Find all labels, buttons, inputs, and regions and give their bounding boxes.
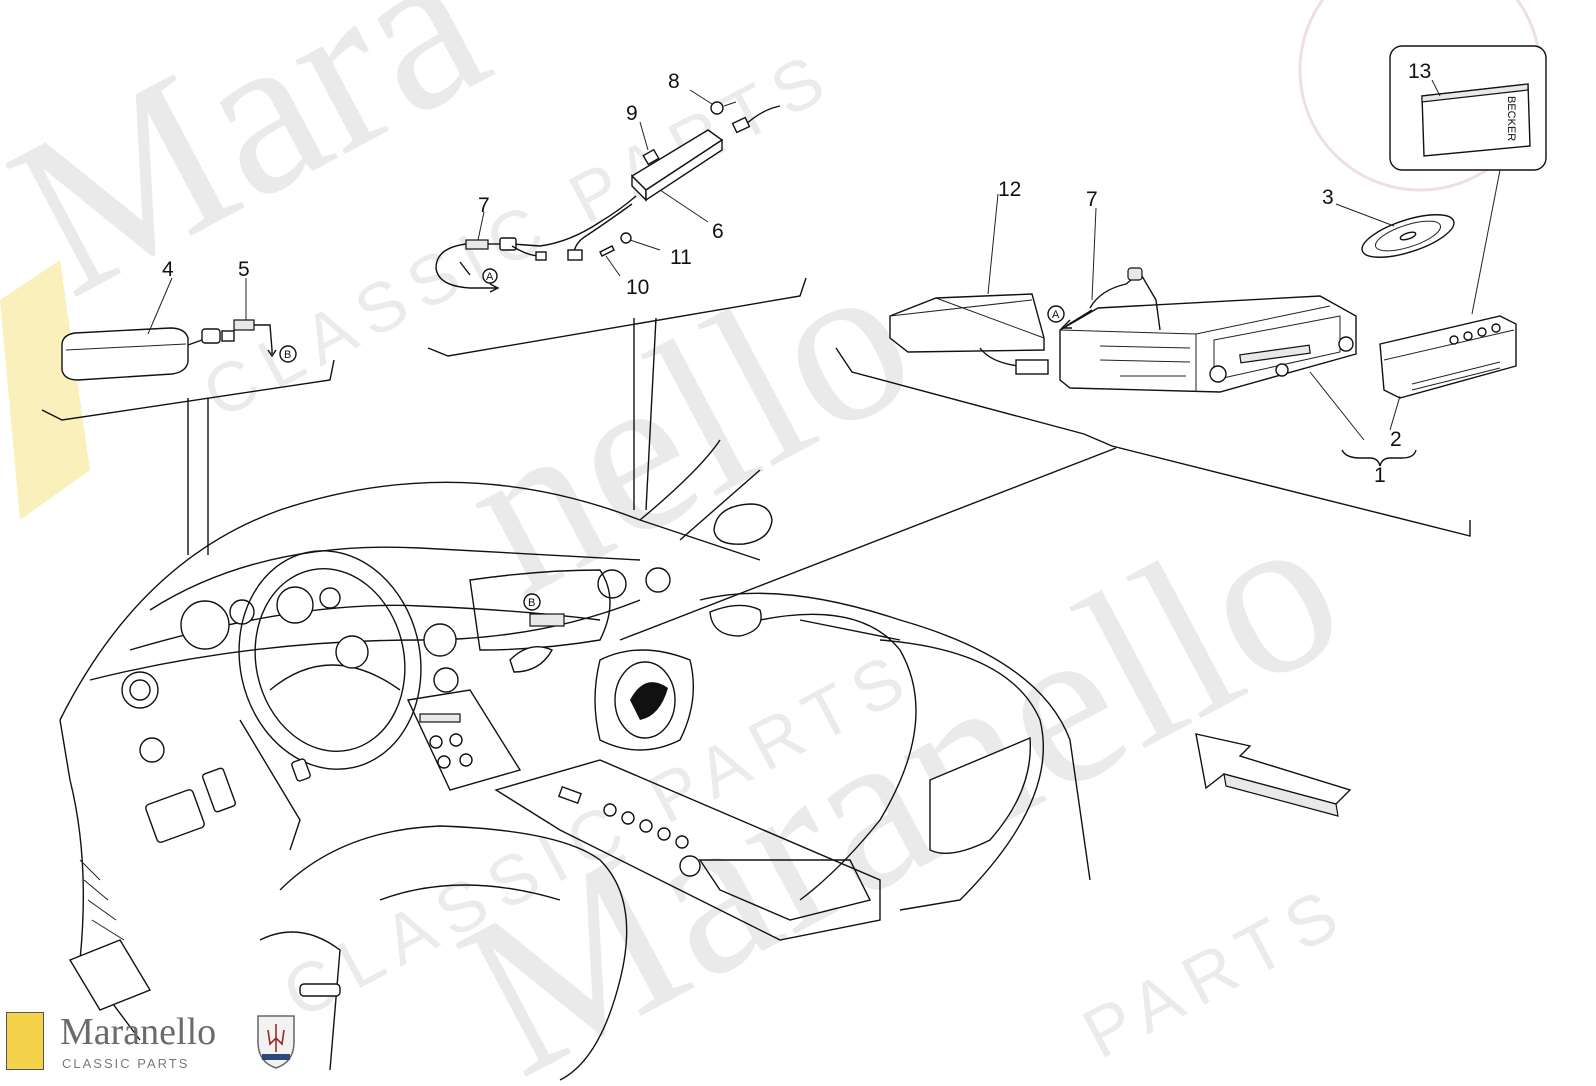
watermark: Mara nello Maranello CLASSIC PARTS CLASS…: [0, 0, 1542, 1086]
callout-4: 4: [162, 258, 174, 281]
connector-b-label-car: B: [528, 597, 535, 609]
volume-knob: [1209, 365, 1227, 383]
leader-to-dash-left: [187, 398, 209, 555]
amplifier-location: [529, 613, 565, 627]
callout-5: 5: [238, 258, 250, 281]
cd-slot: [1239, 344, 1311, 364]
callout-6: 6: [712, 220, 724, 243]
door-panel: [699, 592, 1091, 881]
callout-3: 3: [1322, 186, 1334, 209]
group-bracket-left: [41, 359, 335, 421]
car-interior: B: [59, 439, 1352, 1081]
cd-case-brand: BECKER: [1505, 96, 1517, 141]
center-vent-2: [433, 667, 459, 693]
bolt-9: [642, 148, 660, 166]
storage-bag: [889, 293, 1045, 353]
callout-2: 2: [1390, 428, 1402, 451]
ferrari-shield-watermark: [0, 260, 90, 520]
callout-12: 12: [998, 178, 1021, 201]
accelerator-pedal: [291, 758, 311, 782]
door-sill: [59, 719, 141, 1041]
ferrari-badge-icon: [6, 1012, 44, 1070]
callout-7-center: 7: [478, 194, 490, 217]
logo-title: Maranello: [60, 1011, 217, 1053]
logo-subtitle: CLASSIC PARTS: [62, 1056, 190, 1071]
antenna-cable-7: [465, 239, 489, 250]
footrest-pedal: [145, 789, 205, 843]
callout-7-right: 7: [1086, 188, 1098, 211]
side-mirror: [713, 503, 773, 545]
windscreen-edge: [59, 481, 761, 721]
radio-location: [419, 713, 461, 723]
leader-to-dash-center: [633, 317, 657, 511]
harness-connector: [1015, 359, 1049, 375]
maserati-badge-icon: [257, 1015, 295, 1069]
group-bracket-center: [427, 277, 807, 357]
tachometer: [180, 600, 230, 650]
connector-a-label-center: A: [486, 271, 494, 283]
gear-lever: [557, 785, 583, 805]
group-bracket-right: [835, 347, 1471, 537]
amplifier-plug: [499, 237, 517, 251]
brake-pedal: [201, 767, 237, 813]
connector-a-label-right: A: [1052, 309, 1060, 321]
gps-antenna: [61, 327, 189, 381]
brand-logo: Maranello CLASSIC PARTS: [6, 1010, 306, 1082]
console-storage-bin: [698, 859, 872, 921]
dashboard-top: [149, 546, 641, 611]
leader-to-console: [619, 447, 1117, 641]
callout-1: 1: [1374, 464, 1386, 487]
callout-10: 10: [626, 276, 649, 299]
center-console: [494, 759, 881, 941]
center-vent-1: [423, 623, 457, 657]
callout-9: 9: [626, 102, 638, 125]
steering-wheel-logo: [335, 635, 369, 669]
callout-8: 8: [668, 70, 680, 93]
speedometer: [276, 586, 314, 624]
group-brace: [1341, 449, 1417, 467]
antenna-plug: [201, 328, 221, 344]
antenna-lead-7: [1127, 267, 1143, 281]
antenna-cable-connector: [233, 319, 255, 331]
balloon-leader: [1471, 169, 1501, 315]
callout-13: 13: [1408, 60, 1431, 83]
center-stack: [406, 689, 522, 791]
door-handle: [709, 604, 762, 637]
radio-unit: [1059, 295, 1357, 393]
callout-11: 11: [670, 246, 692, 269]
connector-b-label: B: [284, 349, 291, 361]
radio-group: 12 A 7 3 BECKER 13: [619, 45, 1547, 641]
washer-11: [620, 232, 632, 244]
steering-wheel: [238, 550, 422, 770]
gps-antenna-group: B 4 5: [41, 258, 335, 555]
tunnel-cupholder: [594, 649, 694, 751]
watermark-small-3: PARTS: [1070, 870, 1360, 1074]
passenger-seat: [759, 613, 917, 901]
driver-seat: [279, 825, 628, 1081]
screw-10: [599, 245, 615, 257]
right-vent: [597, 569, 627, 599]
nut-8: [710, 101, 724, 115]
seat-switches: [299, 983, 341, 997]
amplifier-group: A 8 9 7 6 11 10: [427, 70, 807, 511]
seat-side-panel: [929, 736, 1032, 855]
